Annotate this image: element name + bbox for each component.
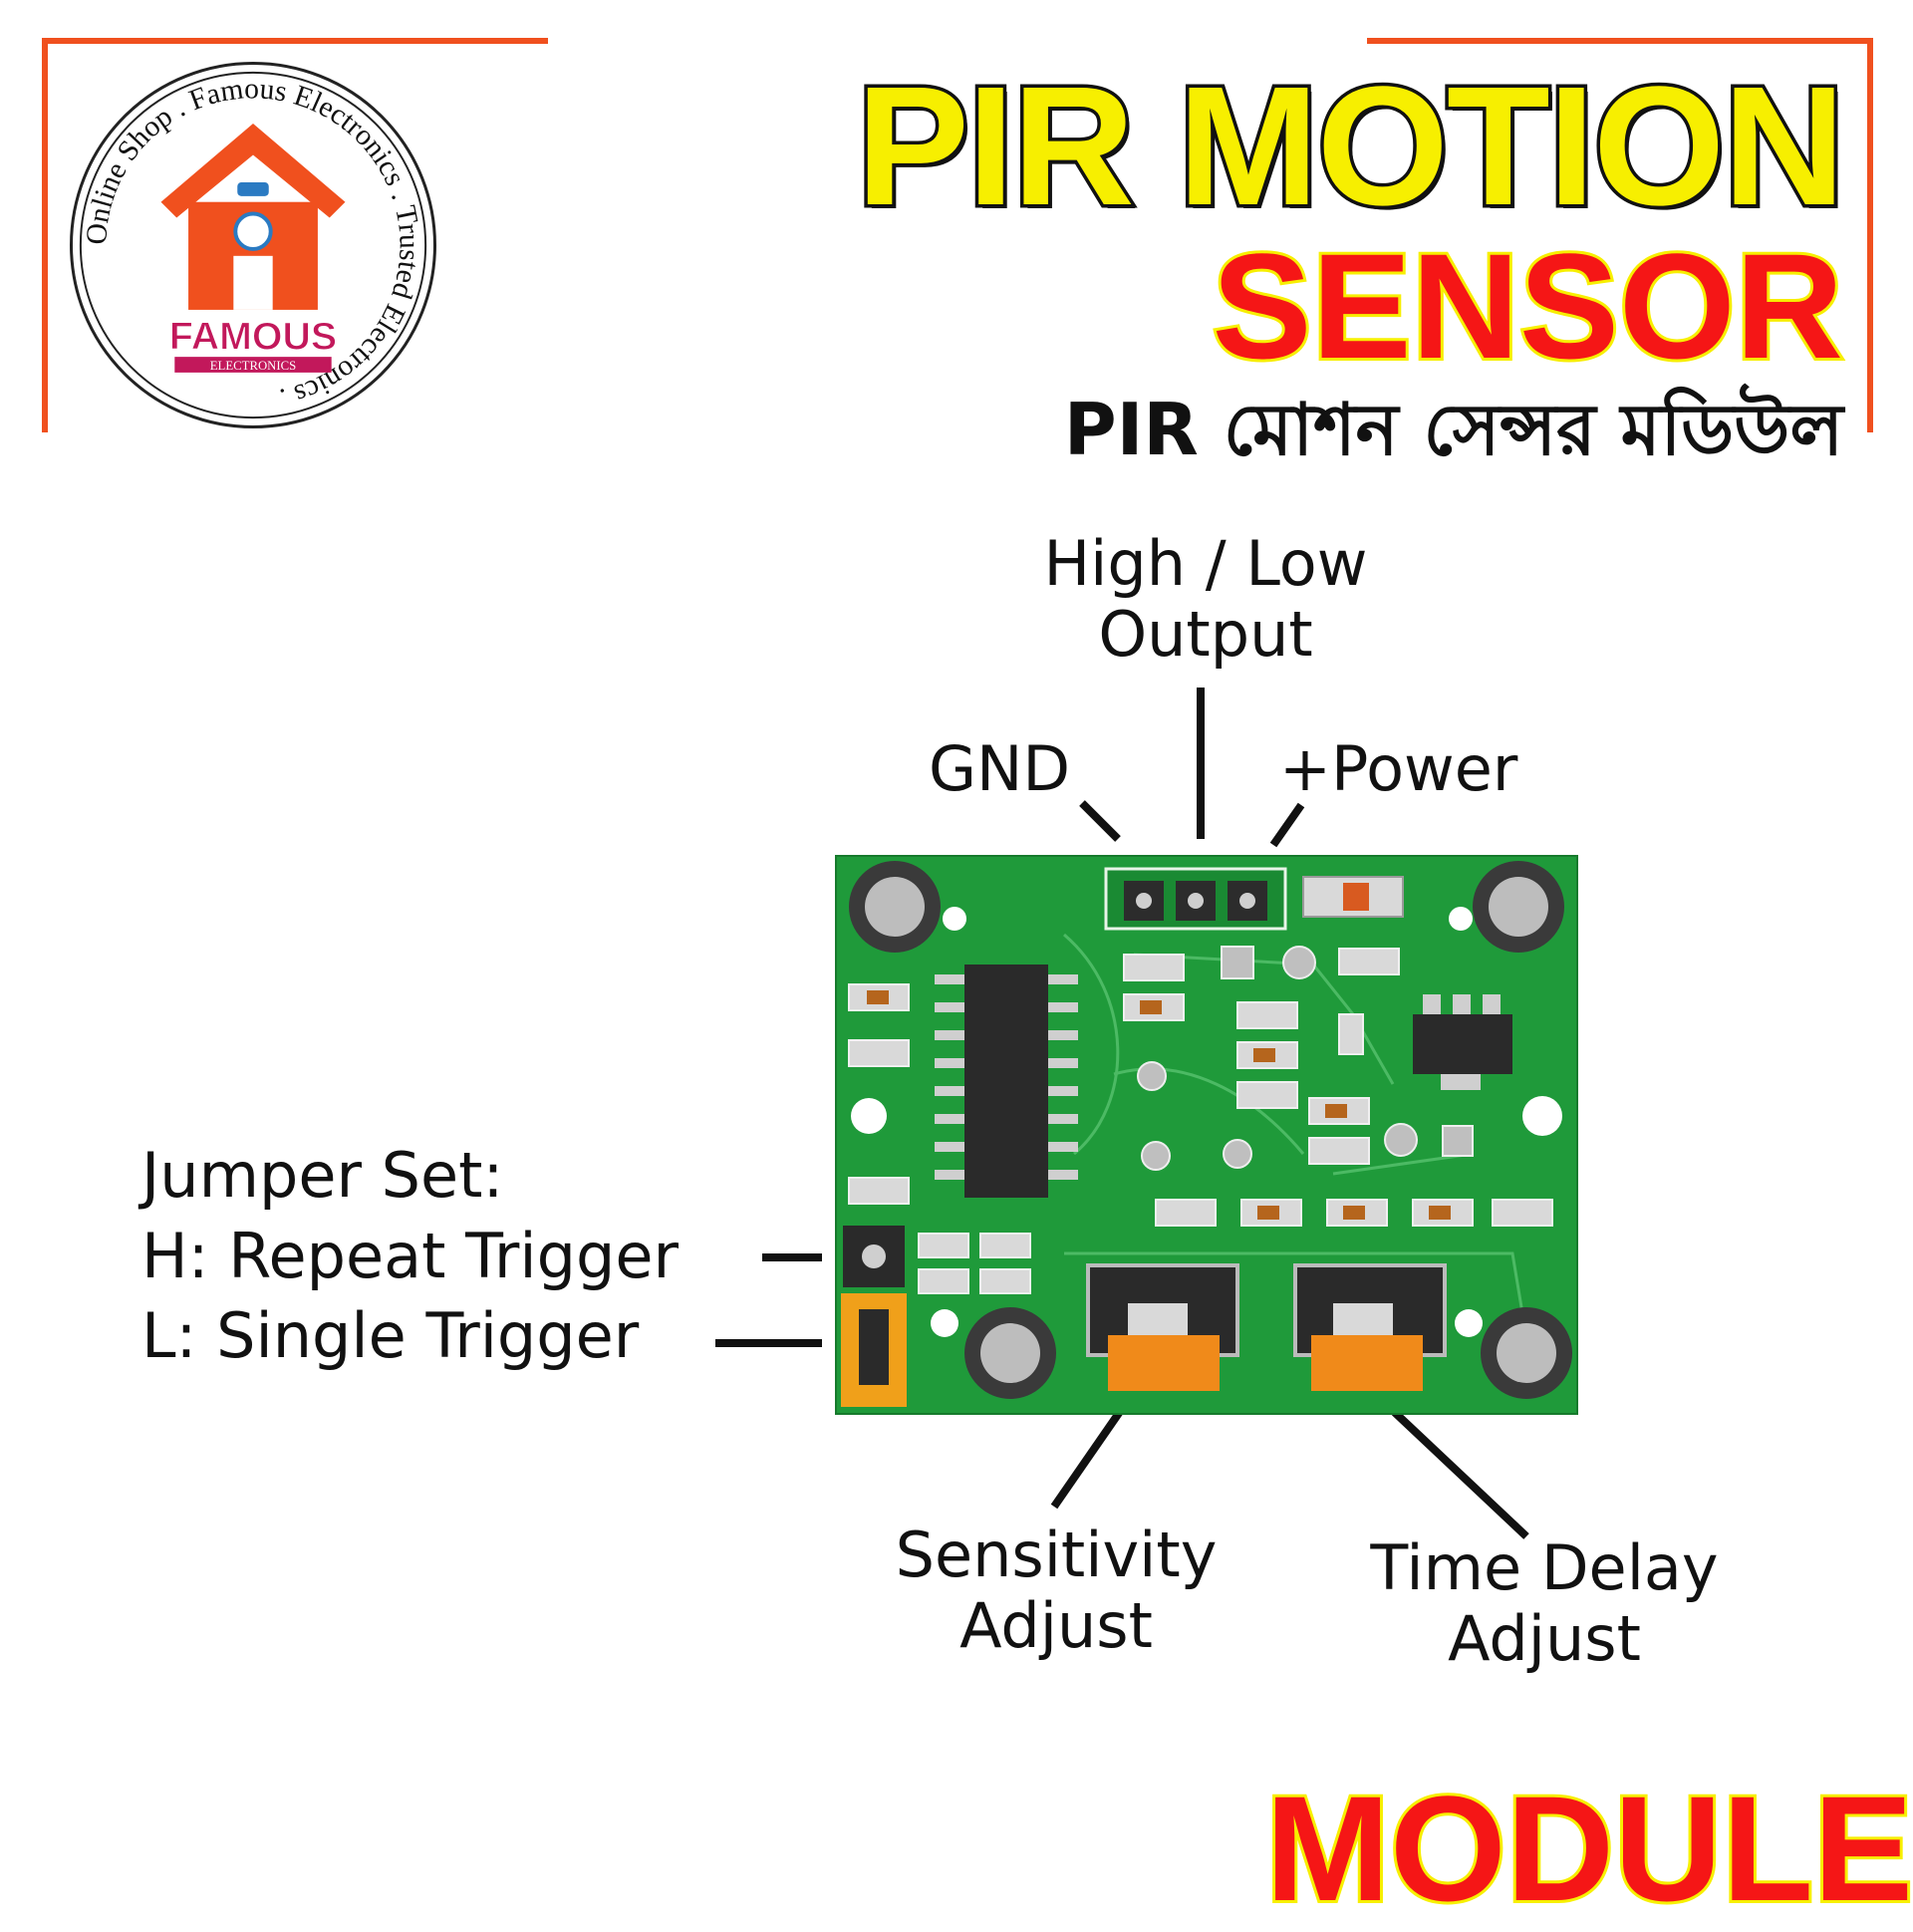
frame-left bbox=[42, 38, 48, 432]
jumper-label: Jumper Set: H: Repeat Trigger L: Single … bbox=[141, 1136, 679, 1377]
jumper-l: L: Single Trigger bbox=[141, 1299, 640, 1373]
output-label: High / Low Output bbox=[1006, 528, 1405, 671]
jumper-title: Jumper Set: bbox=[141, 1139, 504, 1212]
title-bengali: PIR মোশন সেন্সর মডিউল bbox=[1063, 388, 1843, 471]
output-label-line1: High / Low bbox=[1043, 527, 1368, 600]
frame-right bbox=[1867, 38, 1873, 432]
gnd-label: GND bbox=[929, 732, 1071, 805]
sensitivity-line2: Adjust bbox=[959, 1589, 1153, 1663]
sensitivity-line1: Sensitivity bbox=[895, 1518, 1218, 1591]
title-line2: SENSOR bbox=[1210, 222, 1846, 390]
sensitivity-label: Sensitivity Adjust bbox=[857, 1519, 1255, 1662]
sensitivity-pot bbox=[1086, 1263, 1239, 1391]
pir-board bbox=[835, 855, 1578, 1415]
delay-line2: Adjust bbox=[1448, 1602, 1641, 1676]
power-pointer bbox=[1269, 802, 1305, 848]
delay-line1: Time Delay bbox=[1370, 1531, 1719, 1604]
delay-label: Time Delay Adjust bbox=[1335, 1532, 1754, 1675]
logo-name: FAMOUS bbox=[169, 314, 337, 358]
frame-top-right bbox=[1367, 38, 1873, 44]
house-icon bbox=[160, 124, 346, 310]
brand-logo: Online Shop . Famous Electronics . Trust… bbox=[70, 62, 436, 428]
logo-sub: ELECTRONICS bbox=[210, 359, 297, 373]
title-module: MODULE bbox=[1262, 1765, 1913, 1932]
power-label: +Power bbox=[1279, 732, 1518, 805]
title-line1: PIR MOTION bbox=[853, 52, 1849, 241]
output-label-line2: Output bbox=[1098, 598, 1313, 672]
frame-top-left bbox=[42, 38, 548, 44]
gnd-pointer bbox=[1079, 800, 1121, 842]
delay-pot bbox=[1293, 1263, 1447, 1391]
jumper-block bbox=[841, 1226, 907, 1407]
jumper-h: H: Repeat Trigger bbox=[141, 1219, 679, 1292]
